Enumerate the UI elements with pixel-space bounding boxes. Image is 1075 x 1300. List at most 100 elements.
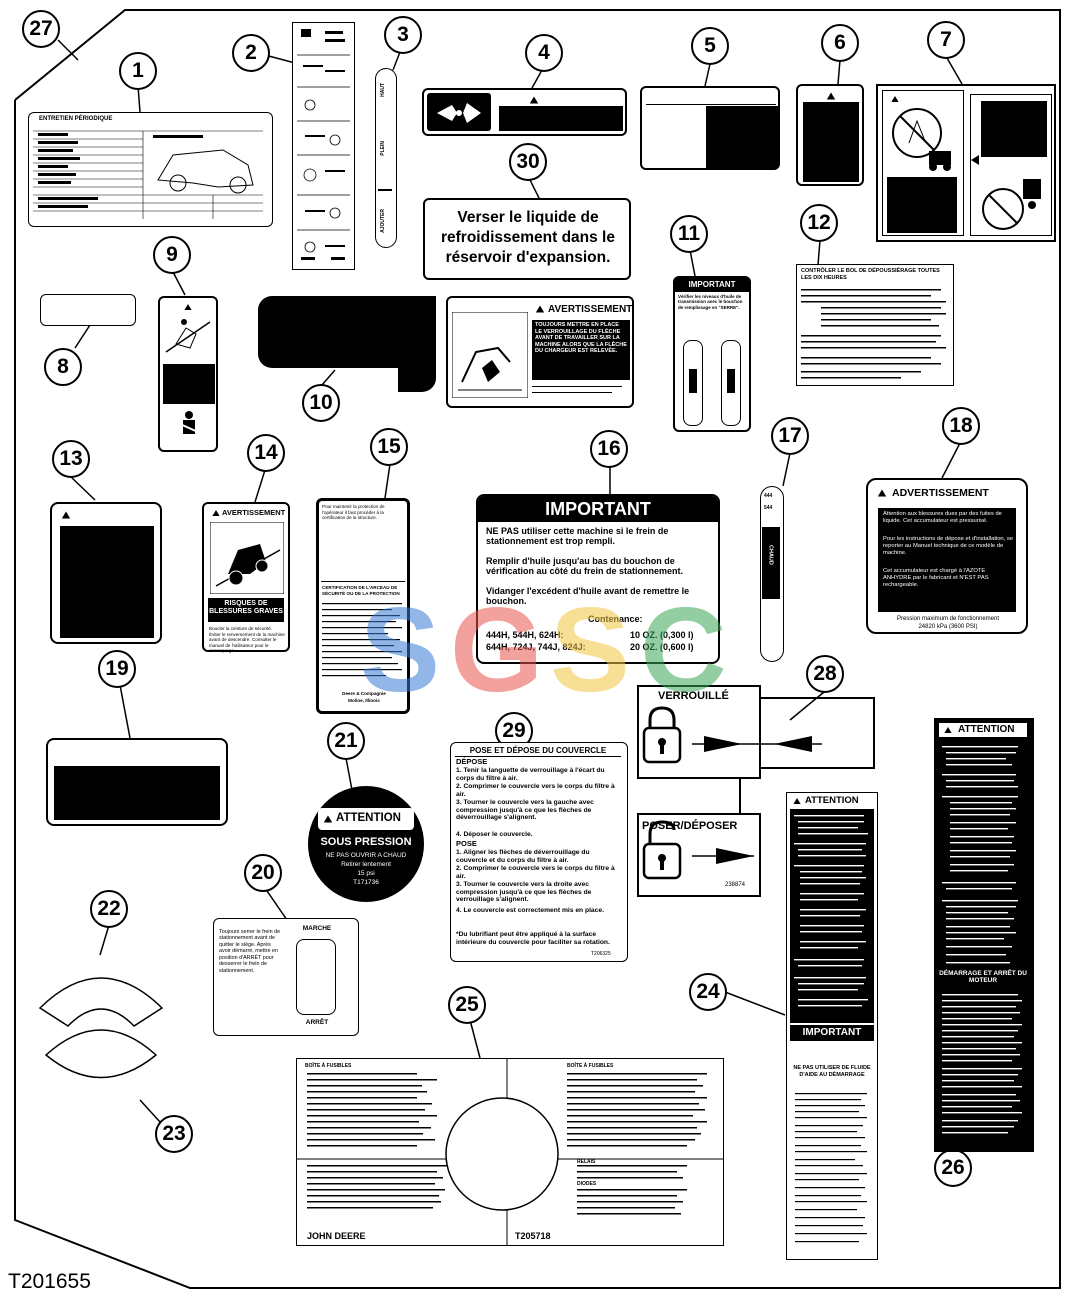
callout-10: 10	[302, 384, 340, 422]
callout-3: 3	[384, 16, 422, 54]
label-17-top: 444	[764, 493, 773, 499]
label-29-note: *Du lubrifiant peut être appliqué à la s…	[456, 931, 610, 946]
label-16-p1: NE PAS utiliser cette machine si le frei…	[486, 526, 669, 547]
lock-open-icon	[642, 820, 682, 880]
label-14-risk: AVERTISSEMENT RISQUES DE BLESSURES GRAVE…	[202, 502, 290, 653]
label-21-sous: SOUS PRESSION	[320, 836, 412, 848]
label-24-lower-lines	[795, 1093, 867, 1243]
warning-triangle-icon	[61, 511, 71, 519]
label-28-code: 238874	[725, 882, 746, 888]
callout-17: 17	[771, 417, 809, 455]
callout-19: 19	[98, 650, 136, 688]
label-29-step-d3: 3. Tourner le couvercle vers la gauche a…	[456, 799, 594, 822]
label-22-23-arcs	[38, 977, 164, 1079]
label-4-text-block	[499, 106, 623, 131]
callout-5: 5	[691, 27, 729, 65]
callout-11: 11	[670, 215, 708, 253]
label-7	[876, 84, 1056, 242]
watermark-letter-2: G	[450, 583, 544, 717]
callout-30: 30	[509, 143, 547, 181]
warning-triangle-icon	[877, 489, 887, 497]
callout-22: 22	[90, 890, 128, 928]
label-16-title: IMPORTANT	[545, 499, 651, 519]
no-rider-arm-icon	[982, 179, 1041, 230]
label-29-d4: Déposer le couvercle.	[463, 831, 533, 838]
callout-8: 8	[44, 348, 82, 386]
label-14-risk-band: RISQUES DE BLESSURES GRAVES	[208, 598, 284, 622]
arrow-left-icon	[971, 155, 979, 165]
label-15-maker: Deere & Compagnie	[342, 691, 386, 696]
label-16-row1-models: 444H, 544H, 624H:	[486, 630, 564, 640]
label-3-divider	[378, 189, 392, 191]
label-18-footer1: Pression maximum de fonctionnement	[896, 616, 1000, 622]
seatbelt-icon	[179, 411, 199, 434]
label-9-block	[163, 364, 215, 404]
warning-triangle-icon	[184, 304, 192, 310]
label-14-title: AVERTISSEMENT	[222, 508, 286, 517]
callout-12: 12	[800, 204, 838, 242]
label-12-dust-bowl: CONTRÔLER LE BOL DE DÉPOUSSIÉRAGE TOUTES…	[796, 264, 954, 386]
callout-23: 23	[155, 1115, 193, 1153]
label-16-row1-capacity: 10 OZ. (0,300 l)	[630, 630, 694, 640]
label-17-hot-strip: 444 544 CHAUD	[760, 486, 784, 662]
label-1-maintenance: ENTRETIEN PÉRIODIQUE	[28, 112, 273, 227]
callout-28: 28	[806, 655, 844, 693]
label-21-pressure-cap: ATTENTION SOUS PRESSION NE PAS OUVRIR A …	[308, 786, 424, 902]
label-20-park-brake: Toujours serrer le frein de stationnemen…	[213, 918, 359, 1036]
label-18-item2: Cet accumulateur est chargé à l'AZOTE AN…	[883, 568, 989, 588]
callout-27: 27	[22, 10, 60, 48]
label-28-frame	[637, 685, 875, 897]
label-10-warning: AVERTISSEMENT TOUJOURS METTRE EN PLACE L…	[446, 296, 634, 408]
label-13-block	[60, 526, 154, 638]
label-15-intro: Pour maintenir la protection de l'opérat…	[322, 504, 385, 520]
label-21-header	[318, 808, 414, 830]
label-29-d1: Tenir la languette de verrouillage à l'é…	[456, 767, 605, 782]
label-24-important-header: IMPORTANT	[790, 1025, 874, 1041]
label-29-step-p1: 1. Aligner les flèches de déverrouillage…	[456, 849, 590, 864]
label-24-attention-important: ATTENTION IMPORTANT NE PAS UTILISER DE F…	[786, 792, 878, 1260]
label-26-upper-lines	[942, 746, 1018, 964]
label-11-text: Vérifier les niveaux d'huile de transmis…	[678, 294, 743, 310]
label-25-hdr1: BOÎTE À FUSIBLES	[305, 1063, 352, 1069]
callout-9: 9	[153, 236, 191, 274]
label-12-text-lines	[801, 289, 946, 379]
label-16-contenance: Contenance:	[588, 614, 643, 624]
label-16-row2-models: 644H, 724J, 744J, 824J:	[486, 642, 586, 652]
no-rider-icon	[892, 108, 951, 171]
label-21-code: T171736	[353, 879, 379, 886]
label-25-hdr2: BOÎTE À FUSIBLES	[567, 1063, 614, 1069]
warning-triangle-icon	[323, 815, 333, 823]
label-5	[640, 86, 780, 170]
label-16-header: IMPORTANT	[478, 496, 718, 522]
label-29-p2: Comprimer le couvercle vers le corps du …	[456, 865, 615, 880]
label-10-black-tab	[258, 296, 436, 368]
label-7-left-block	[887, 177, 957, 233]
label-26-attention-start: ATTENTION DÉMARRAGE ET ARRÊT DU MOTEUR	[934, 718, 1034, 1152]
label-14-text: Boucler la ceinture de sécurité. Éviter …	[209, 626, 285, 653]
label-24-nepas: NE PAS UTILISER DE FLUIDE D'AIDE AU DÉMA…	[793, 1065, 871, 1078]
callout-7: 7	[927, 21, 965, 59]
label-21-line3: 15 psi	[357, 870, 375, 877]
callout-25: 25	[448, 986, 486, 1024]
label-10-rule-2	[532, 392, 612, 393]
label-12-line1: CONTRÔLER LE BOL DE DÉPOUSSIÉRAGE TOUTES…	[801, 268, 940, 281]
label-21-line1: NE PAS OUVRIR A CHAUD	[325, 852, 407, 859]
watermark-letter-4: C	[640, 583, 727, 717]
label-18-text: Attention aux blessures dues par des fui…	[883, 511, 1002, 524]
label-11-important: IMPORTANT Vérifier les niveaux d'huile d…	[673, 276, 751, 432]
label-10-black-tab-lip	[398, 368, 436, 392]
label-2-icons	[297, 29, 350, 260]
label-29-code: T206325	[591, 951, 611, 957]
callout-6: 6	[821, 24, 859, 62]
label-26-title: ATTENTION	[958, 724, 1015, 735]
label-17-mid: 544	[764, 505, 773, 511]
label-3-level-strip: HAUT PLEIN AJOUTER	[375, 68, 397, 248]
label-26-section: DÉMARRAGE ET ARRÊT DU MOTEUR	[939, 970, 1027, 985]
label-29-step-p2: 2. Comprimer le couvercle vers le corps …	[456, 865, 615, 880]
label-7-right-block	[981, 101, 1047, 157]
watermark-letter-3: S	[550, 583, 631, 717]
label-15-text-lines	[322, 603, 402, 677]
label-20-text: Toujours serrer le frein de stationnemen…	[219, 929, 281, 974]
label-18-title: ADVERTISSEMENT	[892, 487, 989, 499]
label-25-brand: JOHN DEERE	[307, 1231, 366, 1241]
